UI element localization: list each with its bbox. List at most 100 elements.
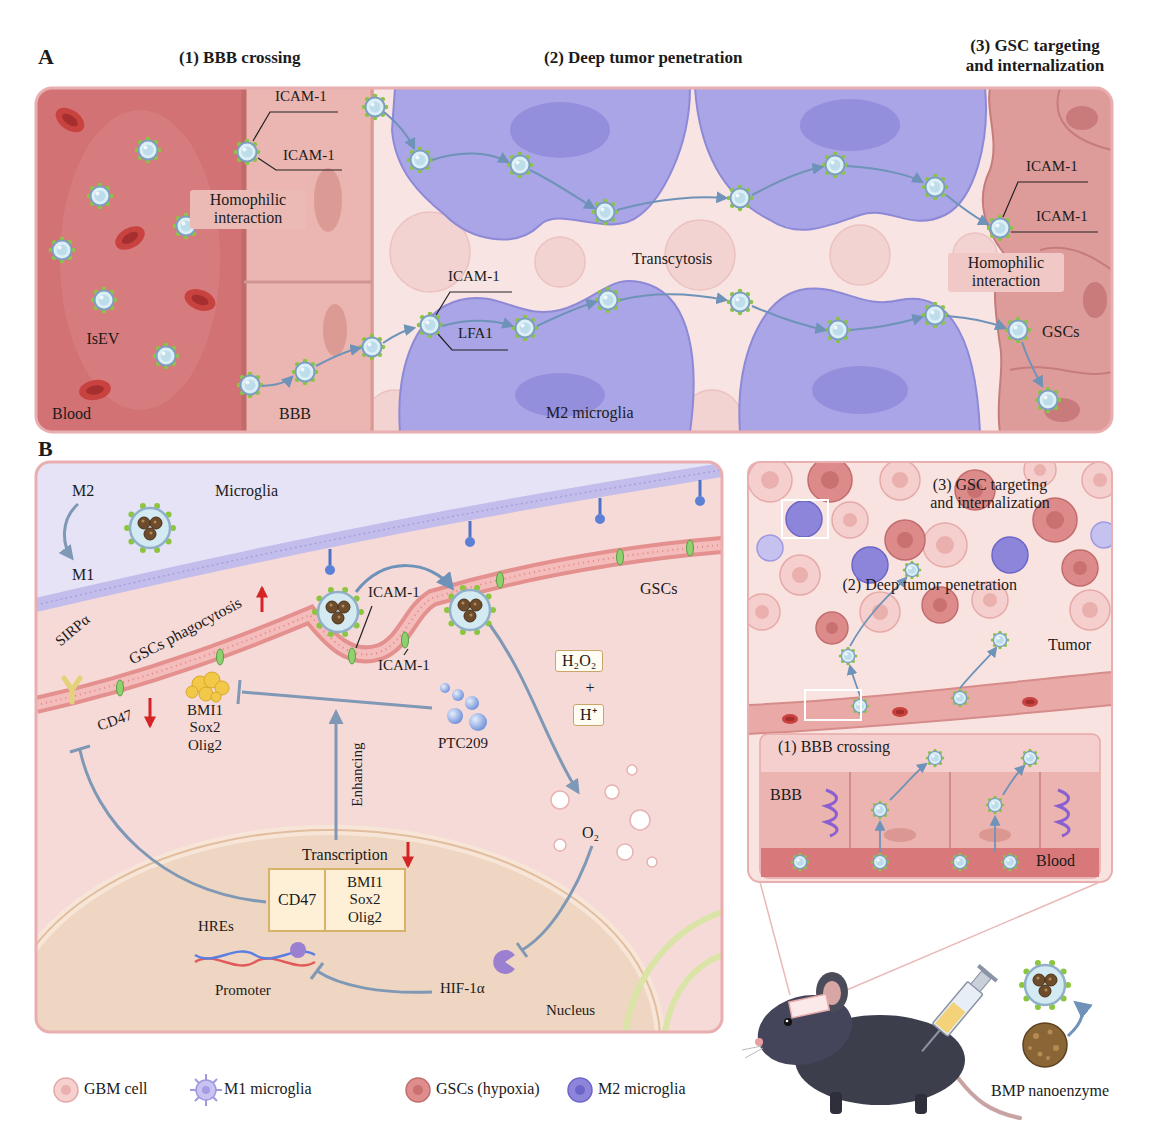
label: +: [586, 679, 595, 697]
panel-a-art-part-part: [537, 302, 596, 326]
bbb-inset-art-part: [761, 848, 1099, 877]
panel-a-art-part-part: [535, 237, 585, 287]
inset-art-part-part: [757, 535, 783, 561]
panel-b-art-part: [36, 470, 722, 605]
legend-icons-part: [202, 1086, 210, 1094]
label: GSCs: [640, 580, 677, 598]
inset-art-part: [786, 501, 1028, 583]
panel-a-art-part: [60, 110, 220, 410]
bbb-inset-art-part: [880, 764, 1024, 852]
inset-art-part-part: [826, 622, 838, 634]
node-heading: B: [38, 436, 53, 461]
legend-icons-part: [406, 1078, 430, 1102]
panel-b-art-part: [238, 680, 432, 708]
panel-b-art-part-part: [447, 708, 463, 724]
bbb-inset-art-part-part: [849, 772, 851, 848]
panel-b-art-part: [312, 587, 364, 637]
panel-b-art-part-part: [599, 498, 602, 514]
panel-a-art-part: [323, 304, 347, 356]
panel-a-art-part-part: [135, 137, 162, 164]
panel-b-art-part: [440, 683, 487, 731]
panel-a-art-part-part: [237, 372, 264, 399]
inset-art-part-part: [923, 523, 967, 567]
mouse-figure-part-part: [977, 964, 998, 982]
node-heading: (2) Deep tumor penetration: [843, 576, 1018, 594]
label: Nucleus: [546, 1002, 595, 1019]
panel-b-art-part: [64, 504, 78, 558]
node-heading: A: [38, 44, 54, 69]
panel-a-art-part-part: [695, 88, 986, 230]
panel-a-art-part-part: [530, 170, 594, 208]
label: ICAM-1: [1036, 208, 1088, 225]
panel-a-art: [36, 88, 1112, 432]
panel-b-art-part: [36, 545, 722, 705]
inset-art-part: [808, 462, 1098, 644]
panel-a-art-part-part: [407, 147, 434, 174]
legend-item: M1 microglia: [224, 1080, 312, 1098]
inset-art-part-part: [1093, 473, 1107, 487]
label: HIF-1α: [440, 980, 485, 997]
panel-a-art-part-part: [987, 215, 1014, 242]
panel-a-art-part-part: [392, 88, 690, 239]
panel-b-art-part-part: [329, 549, 332, 565]
inset-art-part: [839, 647, 858, 666]
panel-a-art-part-part: [830, 225, 890, 285]
inset-art-part-part: [933, 598, 947, 612]
inset-art-part-part: [782, 500, 828, 538]
panel-b-art-part-part: [647, 857, 657, 867]
label: CD47: [95, 706, 135, 734]
panel-a-art-part-part: [417, 312, 444, 339]
panel-a-art-part-part: [399, 281, 693, 432]
panel-a-art-part-part: [292, 359, 319, 386]
panel-a-art-part-part: [512, 315, 539, 342]
inset-art-part-part: [748, 594, 780, 630]
panel-a-art-part-part: [946, 195, 988, 224]
panel-b-art-part-part: [625, 912, 722, 1032]
panel-a-art-part: [36, 88, 1112, 432]
mouse-figure-part-part: [1053, 1045, 1059, 1051]
inset-art-part-part: [748, 462, 792, 502]
panel-a-art-part-part: [384, 112, 414, 148]
panel-a-art-part-part: [359, 334, 386, 361]
mouse-figure-part: [1028, 1030, 1059, 1061]
panel-b-art-part: [311, 963, 432, 992]
inset-art-part: [757, 522, 1112, 561]
inset-art-part-part: [843, 513, 857, 527]
panel-a-art-part: [258, 112, 1042, 386]
panel-a-art-part-part: [847, 166, 922, 182]
label: ICAM-1: [368, 584, 420, 601]
inset-art-part: [748, 462, 1112, 632]
label: SIRPα: [52, 611, 93, 650]
panel-a-art-part-part: [1035, 387, 1062, 414]
panel-b-art-part: [36, 470, 722, 605]
panel-b-art-part-part: [186, 686, 198, 698]
panel-a-art-part-part: [922, 174, 949, 201]
inset-art-part-part: [885, 520, 925, 560]
bbb-inset-art-part-part: [1003, 766, 1024, 795]
panel-a-art-part: [111, 221, 149, 254]
panel-a-art-part-part: [812, 366, 908, 414]
inset-art-part: [782, 714, 798, 724]
legend-icons-part: [413, 1085, 423, 1095]
panel-a-art-part-part: [1010, 367, 1112, 374]
inset-art-part: [748, 462, 1112, 882]
panel-a-art-part-part: [850, 317, 922, 330]
label: Transcytosis: [632, 250, 712, 268]
panel-b-art-part: [36, 830, 660, 1032]
panel-a-art-part: [253, 112, 1098, 350]
inset-art-part-part: [805, 690, 861, 720]
bbb-inset-art-part: [1021, 749, 1040, 768]
panel-b-art-part-part: [595, 514, 605, 524]
panel-b-art-part-part: [617, 549, 624, 565]
panel-b-art-part-part: [554, 839, 566, 851]
panel-b-art-part-part: [469, 713, 487, 731]
bbb-inset-art-part: [884, 828, 1011, 842]
panel-b-art-part-part: [617, 844, 633, 860]
panel-b-art-part: [551, 765, 657, 867]
panel-a-art-part: [314, 168, 342, 232]
panel-b-art-part-part: [349, 648, 356, 664]
panel-b-art-part-part: [630, 810, 650, 830]
legend-icons-part-part: [195, 1079, 217, 1101]
